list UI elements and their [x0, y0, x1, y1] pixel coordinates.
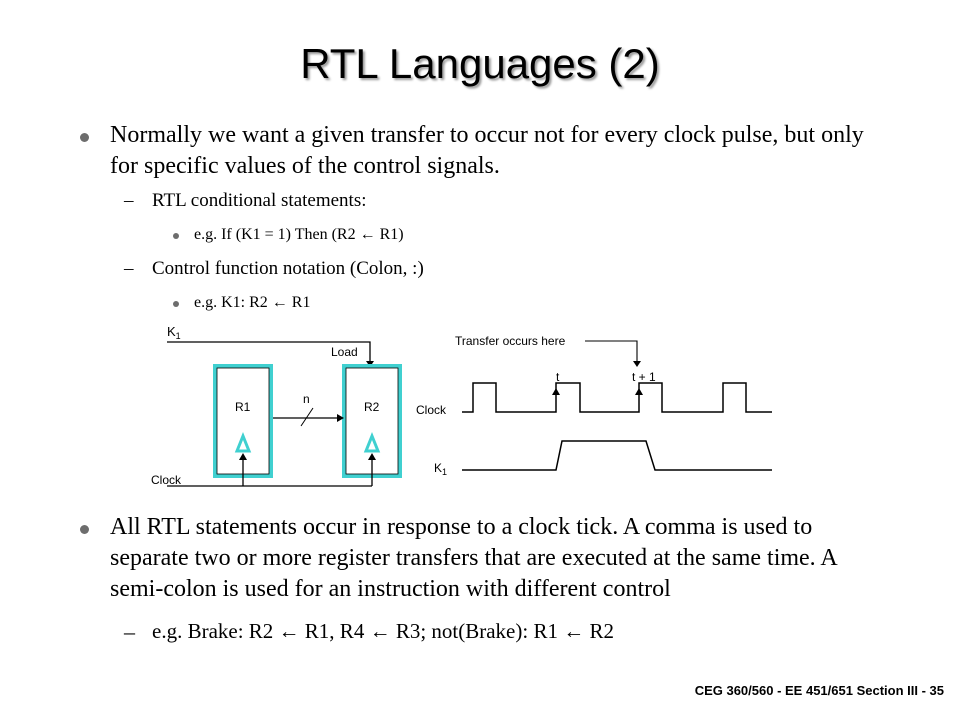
bullet-dot: [173, 233, 179, 239]
dash-marker: –: [124, 190, 134, 211]
r1-clock-triangle: [234, 431, 252, 453]
register-transfer-diagram: K1 Load R1 R2 n Clock: [151, 324, 402, 487]
bullet-dot: [173, 301, 179, 307]
example-control-function: e.g. K1: R2 ← R1: [194, 294, 311, 311]
register-r1-label: R1: [235, 400, 251, 414]
bullet-dot: [80, 133, 89, 142]
tick-t-label: t: [556, 370, 560, 384]
bus-width-slash: [300, 407, 314, 427]
dash-marker: –: [124, 258, 134, 279]
timing-diagram: Transfer occurs here t t + 1 Clock K1: [416, 334, 772, 477]
example-conditional: e.g. If (K1 = 1) Then (R2 ← R1): [194, 226, 404, 243]
bullet-text-2: All RTL statements occur in response to …: [110, 514, 837, 602]
bullet-dot: [80, 525, 89, 534]
transfer-pointer: [585, 340, 638, 363]
k1-wire: [167, 341, 371, 363]
sub-item-conditional: RTL conditional statements:: [152, 190, 367, 211]
bullet-text-1: Normally we want a given transfer to occ…: [110, 122, 864, 179]
tick-t1-label: t + 1: [632, 370, 656, 384]
r2-clock-triangle: [363, 431, 381, 453]
k1-label: K1: [167, 324, 181, 341]
dash-marker: –: [124, 619, 135, 644]
slide-footer: CEG 360/560 - EE 451/651 Section III - 3…: [694, 683, 944, 698]
clock-label: Clock: [151, 473, 182, 487]
sub-item-brake-example: e.g. Brake: R2 ← R1, R4 ← R3; not(Brake)…: [152, 619, 614, 643]
k1-waveform: [462, 440, 772, 471]
slide-title: RTL Languages (2): [300, 40, 660, 87]
sub-item-control-function: Control function notation (Colon, :): [152, 258, 424, 279]
transfer-label: Transfer occurs here: [455, 334, 566, 348]
clock-waveform: [462, 382, 772, 413]
data-bus-arrow: [337, 414, 344, 422]
k1-waveform-label: K1: [434, 461, 447, 477]
clock-waveform-label: Clock: [416, 403, 447, 417]
register-r2-label: R2: [364, 400, 380, 414]
load-label: Load: [331, 345, 358, 359]
bus-width-label: n: [303, 392, 310, 406]
